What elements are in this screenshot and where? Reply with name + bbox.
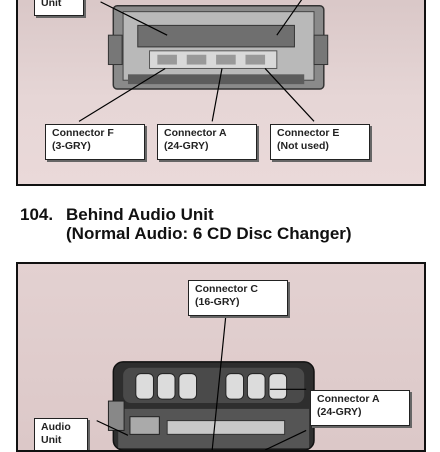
callout-connector-e: Connector E (Not used) [270, 124, 370, 160]
section-number: 104. [20, 205, 54, 224]
callout-connector-c: Connector C (16-GRY) [188, 280, 288, 316]
partial-audio-unit-label: Audio Unit [34, 418, 88, 450]
callout-connector-a-bottom-name: Connector A [317, 393, 380, 405]
top-figure-panel: Unit Connector F (3-GRY) Connector A (24… [16, 0, 426, 186]
callout-connector-f: Connector F (3-GRY) [45, 124, 145, 160]
callout-connector-f-code: (3-GRY) [52, 139, 91, 152]
callout-connector-c-name: Connector C [195, 283, 258, 295]
audio-unit-photo-top [78, 0, 329, 122]
callout-connector-a-top: Connector A (24-GRY) [157, 124, 257, 160]
callout-connector-e-code: (Not used) [277, 139, 329, 152]
callout-connector-f-name: Connector F [52, 127, 114, 139]
section-title-line2: (Normal Audio: 6 CD Disc Changer) [66, 224, 352, 243]
callout-connector-c-code: (16-GRY) [195, 295, 240, 308]
bottom-figure-panel: Connector C (16-GRY) Connector A (24-GRY… [16, 262, 426, 452]
section-heading: 104. Behind Audio Unit (Normal Audio: 6 C… [20, 205, 352, 243]
audio-unit-photo-bottom [96, 314, 315, 450]
callout-connector-a-bottom-code: (24-GRY) [317, 405, 362, 418]
callout-connector-a-top-name: Connector A [164, 127, 227, 139]
callout-connector-a-top-code: (24-GRY) [164, 139, 209, 152]
callout-connector-e-name: Connector E [277, 127, 340, 139]
callout-connector-a-bottom: Connector A (24-GRY) [310, 390, 410, 426]
partial-unit-label: Unit [34, 0, 84, 16]
section-title-line1: Behind Audio Unit [66, 205, 214, 224]
